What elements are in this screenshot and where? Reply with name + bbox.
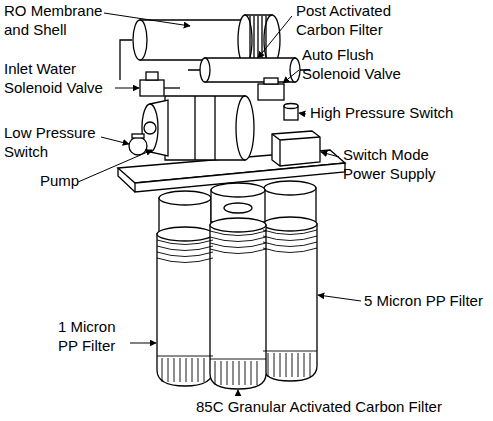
filter-housing [263, 181, 317, 381]
filter-housing [157, 191, 213, 386]
filter-housing [210, 183, 266, 389]
low-pressure-switch [129, 134, 147, 155]
part-label: 85C Granular Activated Carbon Filter [196, 398, 486, 417]
part-label: High Pressure Switch [310, 104, 488, 123]
part-label: Pump [40, 172, 100, 191]
auto-flush-valve [258, 78, 284, 100]
pump [142, 96, 254, 160]
part-label: 1 Micron PP Filter [58, 318, 130, 356]
high-pressure-switch [284, 104, 298, 121]
part-label: Auto Flush Solenoid Valve [302, 46, 414, 84]
part-label: Switch Mode Power Supply [343, 146, 453, 184]
part-label: RO Membrane and Shell [4, 2, 114, 40]
part-label: Inlet Water Solenoid Valve [4, 60, 116, 98]
inlet-solenoid-valve [140, 72, 180, 96]
power-supply [272, 131, 320, 166]
part-label: Post Activated Carbon Filter [296, 2, 411, 40]
part-label: Low Pressure Switch [4, 124, 104, 162]
post-carbon-filter [188, 58, 310, 82]
part-label: 5 Micron PP Filter [364, 292, 491, 311]
